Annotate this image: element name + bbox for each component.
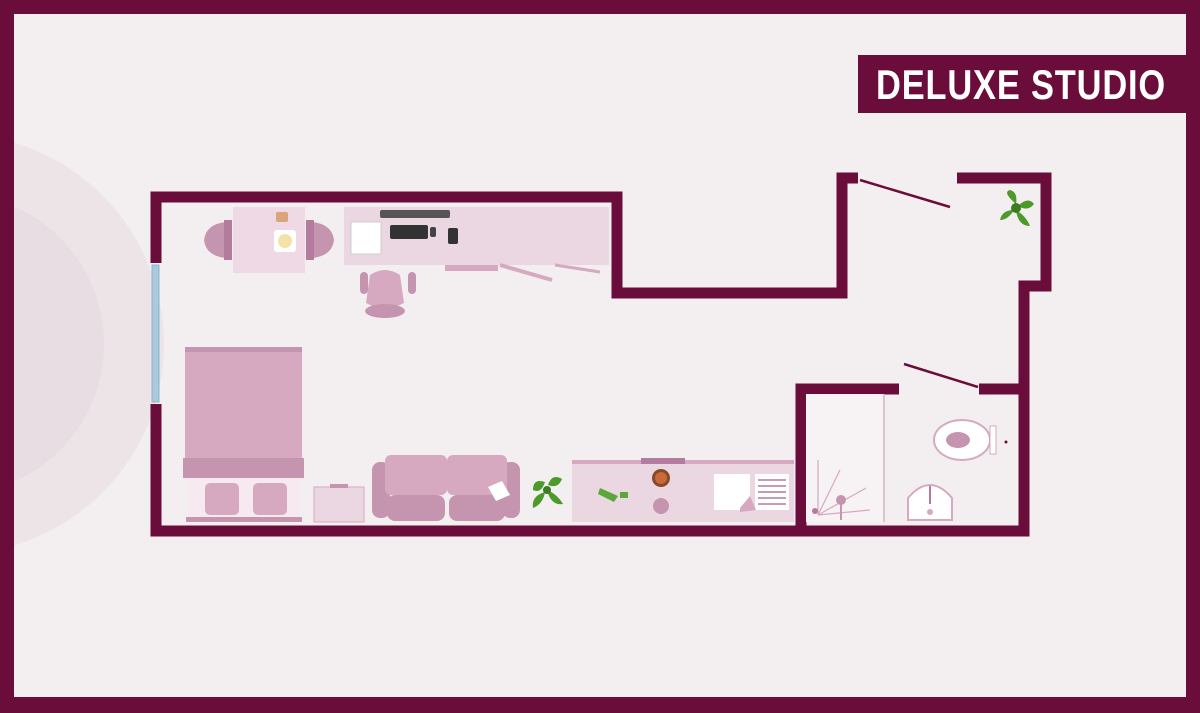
bathroom-door-icon — [903, 362, 979, 389]
sink-icon — [907, 484, 953, 521]
window-icon — [151, 264, 160, 403]
exterior-wall — [150, 172, 858, 299]
plant-icon — [532, 477, 563, 508]
page-title: DELUXE STUDIO — [876, 61, 1167, 108]
bathroom-wall — [795, 383, 899, 531]
walls — [150, 172, 1052, 537]
door-icon — [859, 178, 951, 209]
side-cabinet-icon — [313, 484, 365, 523]
exterior-wall-right — [150, 172, 1052, 537]
office-chair-icon — [360, 270, 416, 318]
bed-icon — [183, 347, 304, 522]
kitchen-counter-icon — [572, 458, 794, 522]
toilet-icon — [933, 419, 1008, 461]
desk-icon — [344, 207, 609, 282]
dining-table-icon — [204, 207, 334, 273]
shower-icon — [806, 394, 885, 522]
sofa-icon — [372, 455, 520, 521]
corner-plant-icon — [1000, 190, 1034, 226]
decorative-circle — [14, 142, 164, 546]
title-banner — [858, 55, 1186, 113]
